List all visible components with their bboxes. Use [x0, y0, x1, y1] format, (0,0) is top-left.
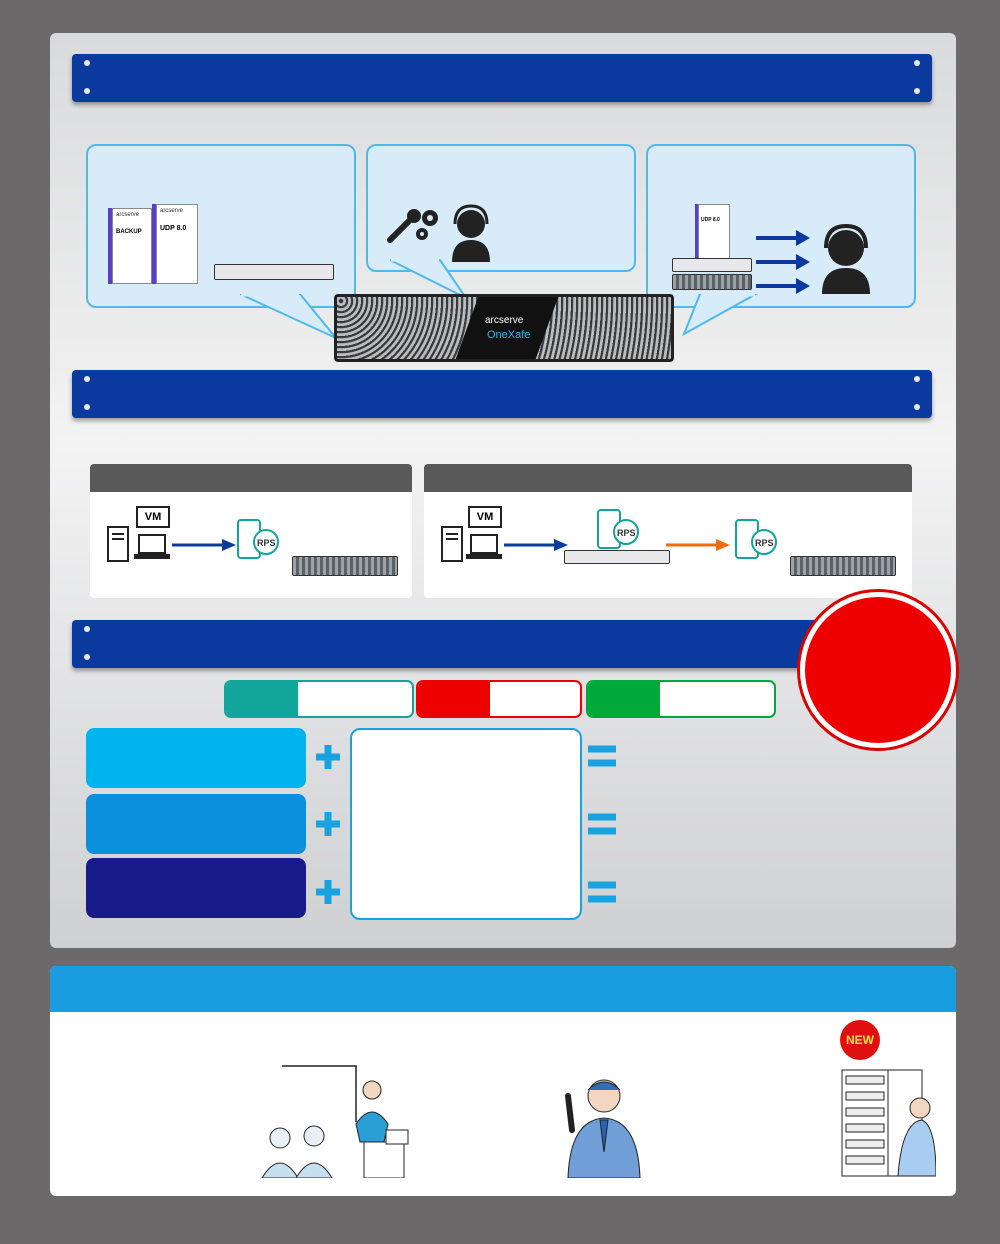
- bubble-support: [366, 144, 636, 272]
- bubble-products: arcserve BACKUP arcserve UDP 8.0: [86, 144, 356, 308]
- server-icon: [107, 526, 129, 562]
- arrow-right-icon: [756, 230, 810, 294]
- diagram-box-1: VM RPS: [90, 464, 412, 598]
- onexafe-appliance: arcserve OneXafe: [334, 294, 674, 362]
- old-appliance: [672, 258, 752, 272]
- arrow-right-icon: [504, 539, 568, 551]
- common-components-box: [350, 728, 582, 920]
- bubble-migration: UDP 8.0: [646, 144, 916, 308]
- section-header-bar-3: [72, 620, 932, 668]
- backup-appliance: [214, 264, 334, 280]
- server-icon: [441, 526, 463, 562]
- udp-small-label: UDP 8.0: [701, 217, 720, 223]
- onexafe-badge: [455, 297, 559, 359]
- backup-box-label: BACKUP: [116, 229, 142, 235]
- wrench-gear-icon: [387, 209, 438, 243]
- headset-support-icon: [822, 223, 870, 294]
- plus-icon: [316, 745, 340, 769]
- vm-label: VM: [144, 511, 162, 523]
- logo-text: arcserve: [160, 208, 184, 214]
- laptop-icon: [466, 534, 502, 559]
- new-badge-text: NEW: [846, 1033, 874, 1047]
- seminar-illustration: [261, 1065, 409, 1178]
- plan-block-3: [86, 858, 306, 918]
- bubble-tail-3: [682, 294, 759, 337]
- arrow-right-icon: [666, 539, 730, 551]
- rps-server-icon: [735, 519, 777, 559]
- rps-label: RPS: [617, 528, 636, 538]
- vm-label: VM: [476, 511, 494, 523]
- bottom-header-band: [50, 966, 956, 1012]
- bottom-section: NEW: [50, 966, 956, 1196]
- plus-icon: [316, 880, 340, 904]
- equals-icon: [588, 745, 616, 767]
- headset-support-icon: [452, 204, 490, 262]
- equals-icon: [588, 881, 616, 903]
- onexafe-mini: [790, 556, 896, 576]
- rps-server-icon: [597, 509, 639, 549]
- udp-product-box: arcserve UDP 8.0: [156, 204, 198, 284]
- pill-green: [586, 680, 776, 718]
- onexafe-logo-text: arcserve: [485, 315, 524, 326]
- pill-red: [416, 680, 582, 718]
- laptop-icon: [134, 534, 170, 559]
- plus-icon: [316, 812, 340, 836]
- arrow-right-icon: [172, 539, 236, 551]
- udp-small-box: UDP 8.0: [698, 204, 730, 260]
- old-appliance-2: [672, 274, 752, 290]
- vm-monitor: VM: [136, 506, 170, 528]
- bubble-tail-2: [390, 258, 470, 301]
- onexafe-mini: [292, 556, 398, 576]
- plan-block-1: [86, 728, 306, 788]
- equals-icon: [588, 813, 616, 835]
- diagram-box-2: VM RPS RPS: [424, 464, 912, 598]
- diagram-header-1: [90, 464, 412, 492]
- udp-box-label: UDP 8.0: [160, 225, 187, 232]
- datacenter-illustration: [841, 1069, 936, 1177]
- onexafe-product-name: OneXafe: [487, 329, 531, 341]
- logo-text: arcserve: [116, 212, 140, 218]
- bubble-tail-1: [240, 294, 337, 339]
- rps-label: RPS: [755, 538, 774, 548]
- rps-server-icon: [237, 519, 279, 559]
- pill-teal: [224, 680, 414, 718]
- plan-block-2: [86, 794, 306, 854]
- section-header-bar-2: [72, 370, 932, 418]
- vm-monitor: VM: [468, 506, 502, 528]
- diagram-header-2: [424, 464, 912, 492]
- rps-label: RPS: [257, 538, 276, 548]
- presenter-illustration: [565, 1079, 641, 1178]
- backup-product-box: arcserve BACKUP: [112, 208, 152, 284]
- new-badge: NEW: [840, 1020, 880, 1060]
- backup-appliance-mid: [564, 550, 670, 564]
- section-header-bar-1: [72, 54, 932, 102]
- red-seal-badge: [800, 592, 956, 748]
